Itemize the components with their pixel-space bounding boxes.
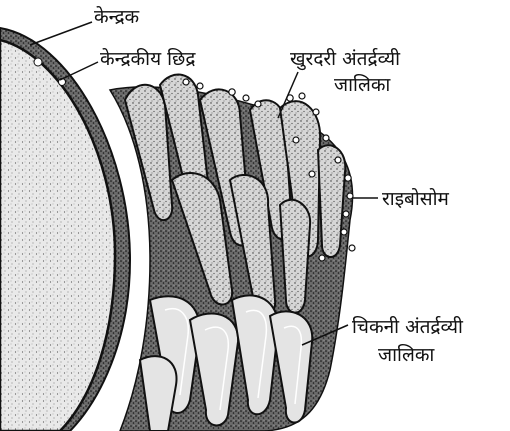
nuclear-pore [34,58,42,66]
leader-nucleus [30,22,92,45]
label-rough-er-line2: जालिका [334,74,390,96]
label-smooth-er-line2: जालिका [378,344,434,366]
label-smooth-er-line1: चिकनी अंतर्द्रव्यी [352,316,463,338]
label-ribosome: राइबोसोम [382,188,449,210]
label-nuclear-pore: केन्द्रकीय छिद्र [100,48,195,70]
label-nucleus: केन्द्रक [94,6,139,28]
label-rough-er-line1: खुरदरी अंतर्द्रव्यी [290,48,400,70]
